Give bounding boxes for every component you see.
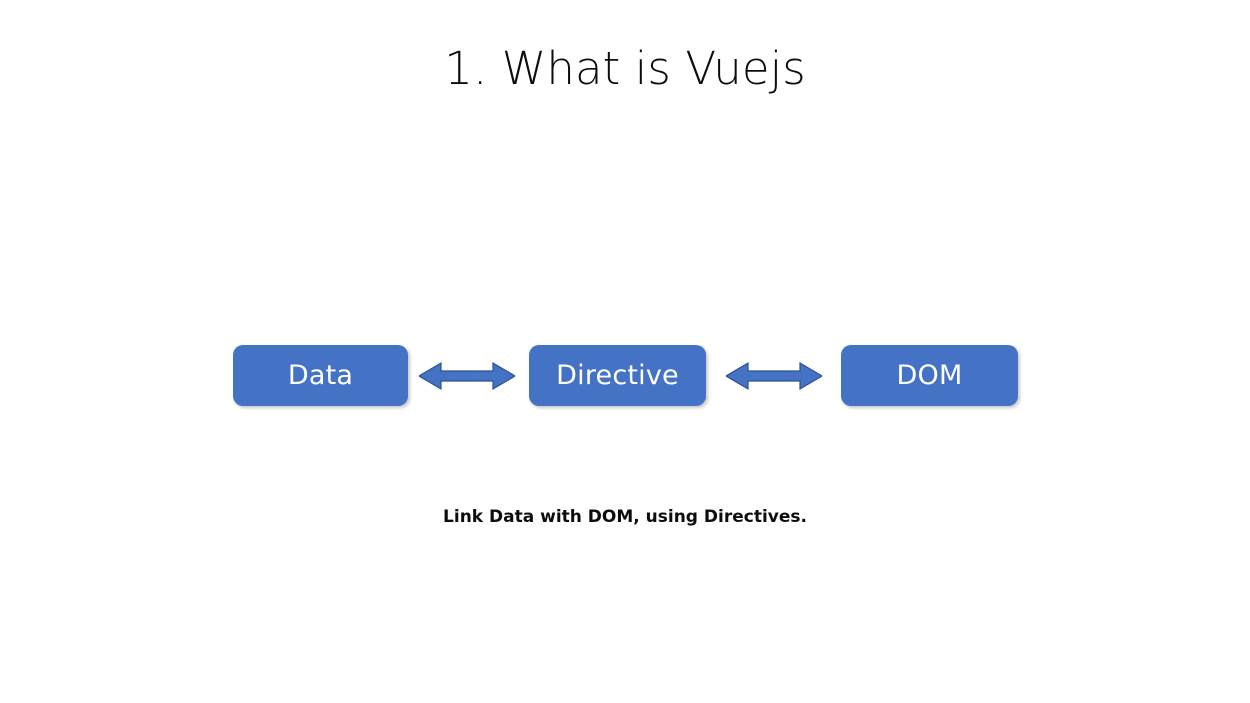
flow-node-data-label: Data [287, 360, 354, 391]
double-arrow-icon-directive-dom [726, 358, 822, 394]
double-arrow-icon-data-directive [419, 358, 515, 394]
page-title: 1. What is Vuejs [444, 42, 806, 95]
flow-node-dom[interactable]: DOM [841, 345, 1018, 406]
flow-node-data[interactable]: Data [233, 345, 408, 406]
flow-node-directive[interactable]: Directive [529, 345, 706, 406]
flow-node-dom-label: DOM [896, 360, 963, 391]
flow-diagram: Data Directive DOM [0, 345, 1250, 407]
flow-node-directive-label: Directive [556, 360, 679, 391]
diagram-caption: Link Data with DOM, using Directives. [443, 507, 807, 527]
